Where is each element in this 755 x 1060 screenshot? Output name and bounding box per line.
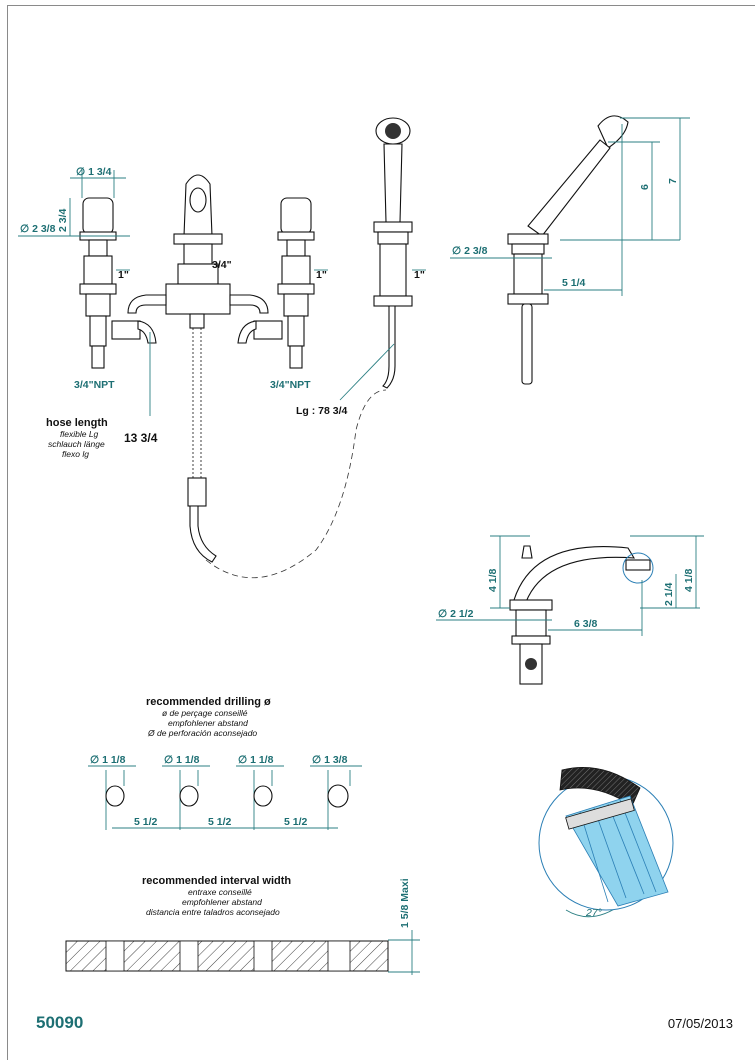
spray-detail [538,767,674,911]
spout-d-2-1-2: ∅ 2 1/2 [438,608,474,620]
hose-13-3-4: 13 3/4 [124,431,158,445]
drill-2: ∅ 1 1/8 [164,754,200,766]
drilling-de: empfohlener abstand [168,718,248,728]
drilling-es: Ø de perforación aconsejado [147,728,257,738]
npt-left: 3/4"NPT [74,379,115,391]
document-code: 50090 [36,1013,84,1032]
interval-de: empfohlener abstand [182,897,262,907]
spout-w-6-3-8: 6 3/8 [574,618,598,630]
dim-one-inch-a: 1" [118,269,129,281]
dim-d-2-3-8-right: ∅ 2 3/8 [452,245,488,257]
spout-side-view [509,545,654,685]
drill-1: ∅ 1 1/8 [90,754,126,766]
interval-maxi: 1 5/8 Maxi [399,878,411,928]
npt-right: 3/4"NPT [270,379,311,391]
spout-h-right: 4 1/8 [683,568,695,592]
hand-shower-side [507,115,629,385]
drill-3: ∅ 1 1/8 [238,754,274,766]
document-date: 07/05/2013 [667,1016,733,1031]
dim-d-1-3-4: ∅ 1 3/4 [76,166,112,178]
interval-title: recommended interval width [142,875,291,887]
center-spout [127,174,269,563]
drilling-title: recommended drilling ø [146,696,271,708]
hose-title: hose length [46,417,108,429]
interval-es: distancia entre taladros aconsejado [146,907,280,917]
spout-h-2-1-4: 2 1/4 [663,582,675,606]
dim-h-2-3-4: 2 3/4 [57,208,69,232]
spacing-2: 5 1/2 [208,816,232,828]
dim-three-quarter: 3/4" [212,259,232,271]
spacing-3: 5 1/2 [284,816,308,828]
spout-h-left: 4 1/8 [487,568,499,592]
dim-d-2-3-8-left: ∅ 2 3/8 [20,223,56,235]
dim-h-6: 6 [639,184,651,190]
drilling-fr: ø de perçage conseillé [162,708,248,718]
dimension-lines [18,117,704,975]
drill-holes [105,784,349,808]
drill-4: ∅ 1 3/8 [312,754,348,766]
dim-h-7: 7 [667,178,679,184]
dim-w-5-1-4: 5 1/4 [562,277,586,289]
left-handle [79,197,157,369]
hose-es: flexo lg [62,449,89,459]
hose-de: schlauch länge [48,439,105,449]
hose-fr: flexible Lg [60,429,99,439]
sheet-frame [7,5,755,1060]
right-handle [237,197,315,369]
interval-bar [65,940,389,972]
hose-lg: Lg : 78 3/4 [296,405,348,417]
spray-angle: 27° [585,907,602,919]
spacing-1: 5 1/2 [134,816,158,828]
interval-fr: entraxe conseillé [188,887,252,897]
hand-shower-front [373,117,413,389]
hose-path [205,389,387,579]
dim-one-inch-b: 1" [316,269,327,281]
dim-one-inch-c: 1" [414,269,425,281]
